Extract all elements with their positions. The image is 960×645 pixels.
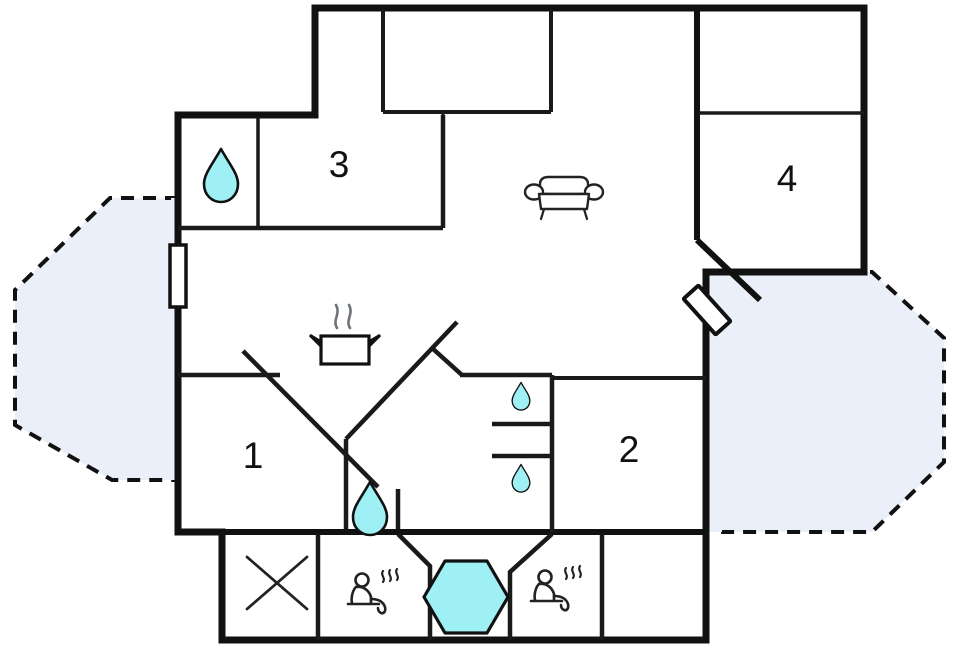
bottom-strip-walls xyxy=(315,532,605,640)
interior-walls-mid xyxy=(178,320,552,489)
cross-x-icon xyxy=(245,555,309,611)
sofa-icon xyxy=(523,175,605,221)
room-number-1: 1 xyxy=(243,435,264,476)
window-icon xyxy=(168,243,188,309)
upper-wing-walls xyxy=(178,8,553,128)
terrace-right xyxy=(706,270,946,534)
room-number-4: 4 xyxy=(777,158,798,199)
room-3-walls xyxy=(178,115,446,231)
cooking-pot-icon xyxy=(309,303,381,366)
door-icon xyxy=(681,283,733,337)
bathroom-walls xyxy=(492,375,555,532)
room-number-3: 3 xyxy=(329,144,350,185)
room-number-2: 2 xyxy=(619,429,640,470)
terrace-left xyxy=(13,196,185,482)
room-4-walls xyxy=(694,8,864,303)
hexagon-hot-tub-icon xyxy=(422,559,510,635)
room-1-walls xyxy=(178,439,706,535)
